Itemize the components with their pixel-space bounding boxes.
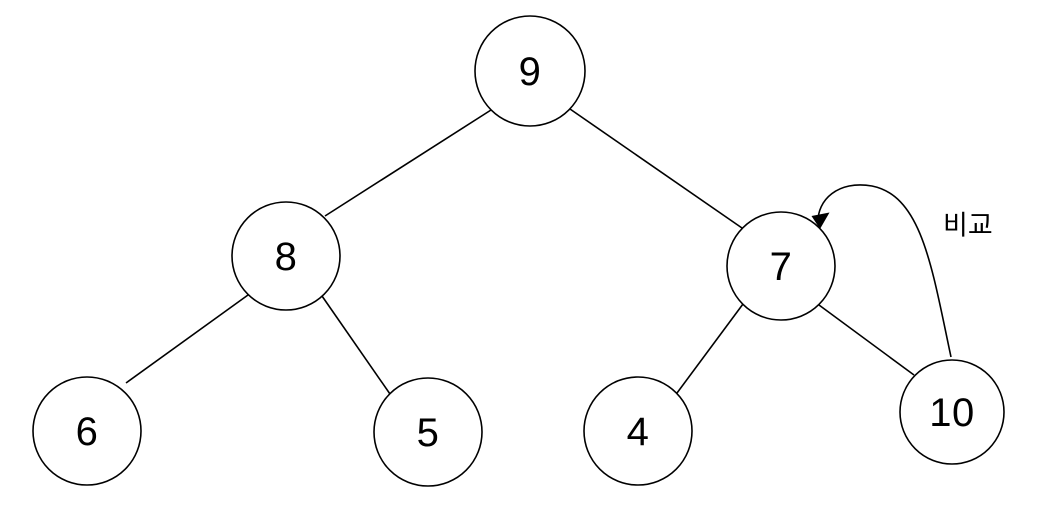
node-left[interactable]: 8: [231, 201, 341, 311]
compare-arrowhead: [811, 212, 830, 229]
node-right-left[interactable]: 4: [583, 376, 693, 486]
edge-left-to-left-left: [125, 294, 249, 384]
compare-arrow-group: [811, 184, 952, 358]
node-circle-left-right: [373, 377, 483, 487]
node-root[interactable]: 9: [474, 15, 586, 127]
edge-group: [125, 108, 915, 395]
node-circle-right-right: [899, 359, 1005, 465]
node-circle-root: [474, 15, 586, 127]
node-label-right: 7: [770, 245, 793, 289]
node-left-left[interactable]: 6: [32, 376, 142, 486]
node-label-root: 9: [519, 50, 542, 94]
node-left-right[interactable]: 5: [373, 377, 483, 487]
node-circle-right-left: [583, 376, 693, 486]
node-right-right[interactable]: 10: [899, 359, 1005, 465]
edge-root-to-left: [324, 109, 492, 217]
edge-right-to-right-right: [818, 304, 915, 376]
node-label-left: 8: [275, 235, 298, 279]
compare-annotation-label: 비교: [943, 211, 993, 242]
edge-root-to-right: [569, 108, 743, 229]
edge-left-to-left-right: [321, 295, 391, 395]
node-label-left-right: 5: [417, 411, 440, 455]
node-label-right-right: 10: [929, 391, 975, 435]
node-circle-left-left: [32, 376, 142, 486]
node-group: 9 8 7 6 5 4 10: [32, 15, 1005, 487]
node-circle-left: [231, 201, 341, 311]
compare-arrow-curve: [817, 184, 952, 358]
node-circle-right: [726, 211, 836, 321]
node-label-left-left: 6: [76, 410, 99, 454]
node-label-right-left: 4: [627, 410, 650, 454]
node-right[interactable]: 7: [726, 211, 836, 321]
edge-right-to-right-left: [676, 303, 744, 394]
